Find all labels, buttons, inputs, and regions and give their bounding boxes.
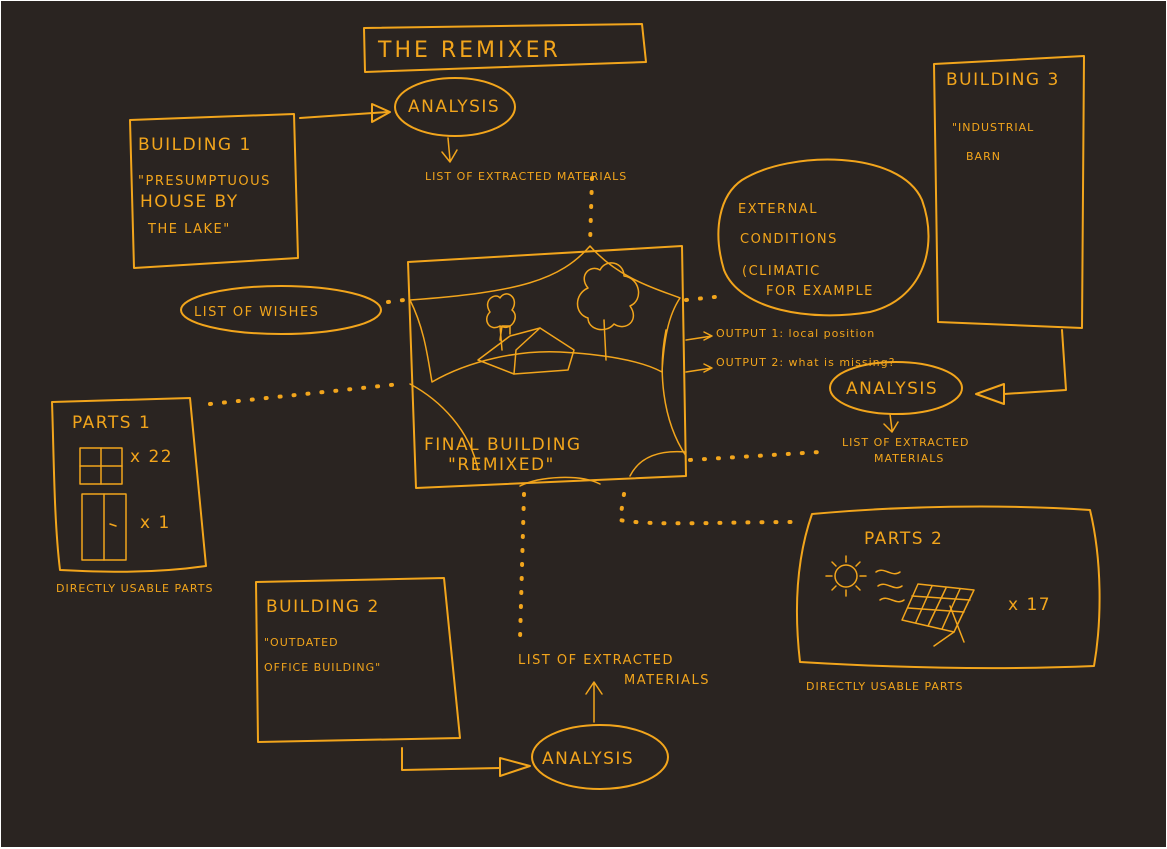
- analysis-bottom-label: ANALYSIS: [542, 749, 634, 769]
- external-line2: CONDITIONS: [740, 232, 838, 247]
- final-line2: "REMIXED": [448, 455, 555, 475]
- wishes-ellipse: LIST OF WISHES: [180, 285, 382, 335]
- parts1-box: PARTS 1 x 22 x 1: [51, 397, 207, 573]
- building1-line2: HOUSE BY: [140, 192, 239, 212]
- building1-heading: BUILDING 1: [138, 135, 252, 155]
- external-line4: FOR EXAMPLE: [766, 284, 874, 299]
- building3-line1: "INDUSTRIAL: [952, 121, 1034, 134]
- parts2-heading: PARTS 2: [864, 529, 943, 549]
- solar-panel-icon: [901, 583, 975, 647]
- extracted-right-line1: LIST OF EXTRACTED: [842, 436, 969, 449]
- extracted-right-line2: MATERIALS: [874, 452, 944, 465]
- building3-line2: BARN: [966, 150, 1001, 163]
- arrow-analysis-to-list-top: [441, 137, 458, 163]
- tree-drawing: [576, 262, 640, 361]
- analysis-top-ellipse: ANALYSIS: [394, 77, 516, 137]
- arrow-analysis-to-list-right: [883, 413, 899, 433]
- building3-box: BUILDING 3 "INDUSTRIAL BARN: [933, 55, 1085, 329]
- arrow-building1-to-analysis: [299, 103, 391, 123]
- building2-line1: "OUTDATED: [264, 636, 339, 649]
- parts1-windows-count: x 22: [130, 447, 173, 467]
- title-text: THE REMIXER: [377, 38, 561, 63]
- building1-box: BUILDING 1 "PRESUMPTUOUS HOUSE BY THE LA…: [129, 113, 299, 269]
- output2-label: OUTPUT 2: what is missing?: [716, 356, 895, 369]
- building2-heading: BUILDING 2: [266, 597, 380, 617]
- parts1-caption: DIRECTLY USABLE PARTS: [56, 582, 213, 595]
- parts1-heading: PARTS 1: [72, 413, 151, 433]
- parts2-caption: DIRECTLY USABLE PARTS: [806, 680, 963, 693]
- external-line1: EXTERNAL: [738, 202, 818, 217]
- building2-line2: OFFICE BUILDING": [264, 661, 381, 674]
- extracted-bottom-line1: LIST OF EXTRACTED: [518, 653, 674, 668]
- arrow-building2-to-analysis: [401, 747, 531, 777]
- dotted-link-top: [588, 176, 594, 247]
- analysis-bottom-ellipse: ANALYSIS: [531, 724, 669, 790]
- building2-box: BUILDING 2 "OUTDATED OFFICE BUILDING": [255, 577, 461, 743]
- output1-label: OUTPUT 1: local position: [716, 327, 875, 340]
- arrow-analysis-to-list-bottom: [585, 681, 603, 723]
- parts1-doors-count: x 1: [140, 513, 171, 533]
- final-building-frame: [407, 245, 687, 489]
- arrow-building3-to-analysis: [975, 329, 1067, 405]
- analysis-right-ellipse: ANALYSIS: [829, 361, 963, 415]
- building3-heading: BUILDING 3: [946, 70, 1060, 90]
- output2-row: OUTPUT 2: what is missing?: [685, 356, 895, 373]
- parts2-box: PARTS 2 x 17: [795, 505, 1101, 670]
- sun-icon: [825, 555, 905, 603]
- title-box: THE REMIXER: [363, 23, 647, 73]
- analysis-right-label: ANALYSIS: [846, 379, 938, 399]
- final-line1: FINAL BUILDING: [424, 435, 582, 455]
- external-conditions-blob: EXTERNAL CONDITIONS (CLIMATIC FOR EXAMPL…: [717, 158, 930, 317]
- parts2-panels-count: x 17: [1008, 595, 1051, 615]
- wishes-label: LIST OF WISHES: [194, 305, 319, 320]
- external-line3: (CLIMATIC: [742, 264, 821, 279]
- extracted-top-label: LIST OF EXTRACTED MATERIALS: [425, 170, 627, 183]
- building1-line3: THE LAKE": [147, 222, 231, 237]
- output1-row: OUTPUT 1: local position: [685, 327, 875, 341]
- building1-line1: "PRESUMPTUOUS: [138, 174, 271, 189]
- house-drawing: [477, 293, 575, 375]
- analysis-top-label: ANALYSIS: [408, 97, 500, 117]
- door-icon: [81, 493, 127, 561]
- window-icon: [79, 447, 123, 485]
- extracted-bottom-line2: MATERIALS: [624, 673, 710, 688]
- dotted-link-wishes: [386, 298, 406, 304]
